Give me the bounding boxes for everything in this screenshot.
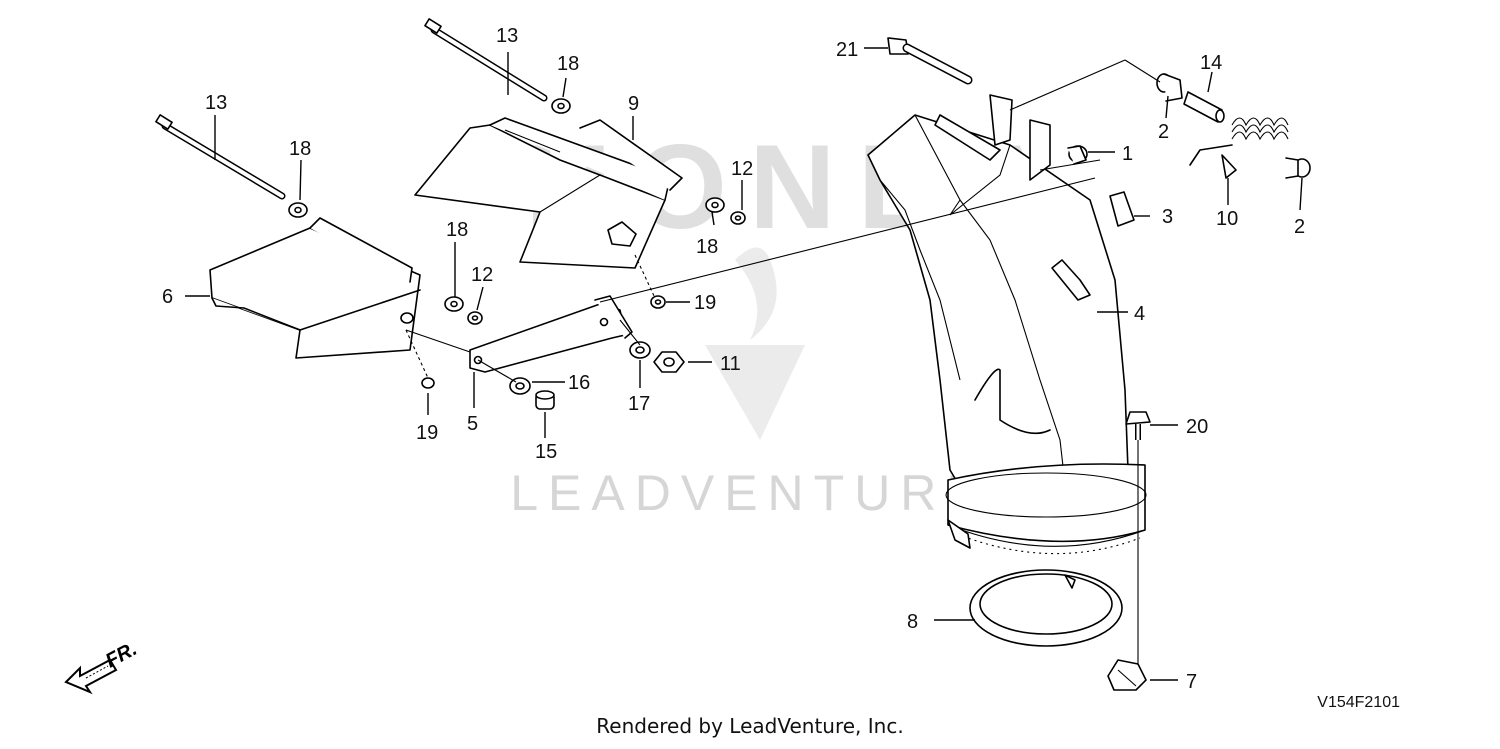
callout-11: 11	[720, 353, 741, 375]
callout-15: 15	[535, 441, 557, 463]
bolt-13-left[interactable]	[155, 114, 286, 200]
nut-12[interactable]	[467, 311, 483, 325]
callout-18: 18	[557, 53, 579, 75]
nut-19[interactable]	[650, 295, 666, 309]
callout-19: 19	[416, 422, 438, 444]
callout-9: 9	[628, 93, 639, 115]
callout-16: 16	[568, 372, 590, 394]
spring-10[interactable]	[1189, 117, 1289, 179]
callout-3: 3	[1162, 206, 1173, 228]
footer-credit: Rendered by LeadVenture, Inc.	[596, 714, 904, 738]
leadventure-logo-watermark	[705, 247, 805, 440]
callout-19: 19	[694, 292, 716, 314]
callout-17: 17	[628, 393, 650, 415]
nut-12[interactable]	[730, 211, 746, 225]
callout-6: 6	[162, 286, 173, 308]
washer-18[interactable]	[705, 197, 725, 213]
callout-18: 18	[289, 138, 311, 160]
callout-2: 2	[1294, 216, 1305, 238]
leadventure-watermark-text: LEADVENTURE	[510, 465, 990, 521]
callout-2: 2	[1158, 121, 1169, 143]
bolt-13-upper[interactable]	[424, 18, 548, 102]
leader-lines	[185, 47, 1303, 681]
washer-18[interactable]	[288, 202, 308, 218]
collar-2[interactable]	[1285, 157, 1311, 179]
callout-4: 4	[1134, 303, 1145, 325]
front-direction-arrow: FR.	[64, 638, 141, 695]
callout-1: 1	[1122, 143, 1133, 165]
ring-8[interactable]	[969, 569, 1123, 647]
deflector-6[interactable]	[209, 217, 421, 359]
callout-21: 21	[836, 39, 858, 61]
callout-5: 5	[467, 413, 478, 435]
callout-labels: 13 18 9 12 18 13 18 6 18 12 19 5 16 15 1…	[162, 25, 1305, 693]
collar-2[interactable]	[1156, 73, 1183, 102]
collar-15[interactable]	[535, 390, 555, 410]
callout-12: 12	[731, 158, 753, 180]
callout-20: 20	[1186, 416, 1208, 438]
nut-19[interactable]	[421, 377, 435, 389]
link-plate-5[interactable]	[469, 295, 633, 373]
washer-18[interactable]	[444, 296, 464, 312]
bolt-20[interactable]	[1125, 411, 1151, 440]
nut-11[interactable]	[653, 351, 685, 373]
callout-14: 14	[1200, 52, 1222, 74]
callout-10: 10	[1216, 208, 1238, 230]
callout-8: 8	[907, 611, 918, 633]
collar-1[interactable]	[1067, 145, 1088, 165]
bolt-21[interactable]	[887, 37, 973, 85]
diagram-code: V154F2101	[1317, 694, 1400, 711]
chute-4[interactable]	[867, 94, 1147, 555]
pin-14[interactable]	[1183, 91, 1225, 123]
callout-13: 13	[496, 25, 518, 47]
clip-7[interactable]	[1107, 659, 1147, 691]
deflector-9[interactable]	[414, 117, 683, 269]
sleeve-3[interactable]	[1109, 191, 1135, 227]
washer-17[interactable]	[629, 341, 651, 359]
washer-18[interactable]	[551, 98, 571, 114]
callout-12: 12	[471, 264, 493, 286]
callout-18: 18	[446, 219, 468, 241]
callout-18: 18	[696, 236, 718, 258]
callout-7: 7	[1186, 671, 1197, 693]
callout-13: 13	[205, 92, 227, 114]
